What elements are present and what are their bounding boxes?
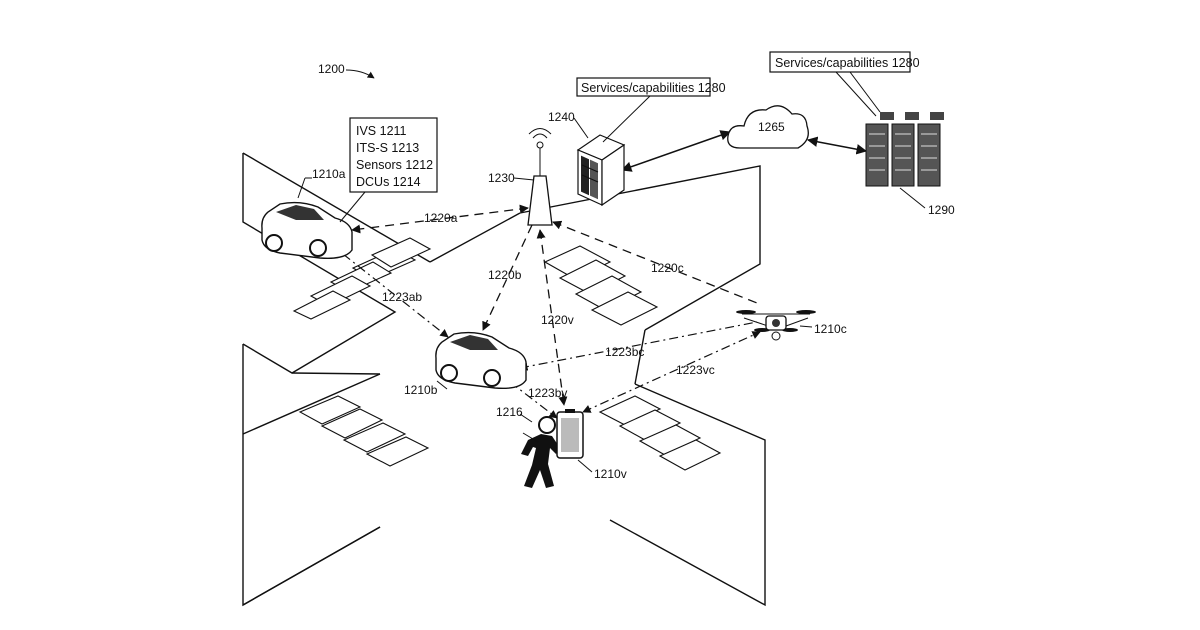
services-left-callout: Services/capabilities 1280 <box>577 78 726 142</box>
edge-server-icon <box>578 135 624 205</box>
car-b-icon <box>436 333 526 389</box>
label-1220v: 1220v <box>541 313 574 327</box>
cell-tower-icon <box>528 129 552 226</box>
label-1220b: 1220b <box>488 268 522 282</box>
ivs-line-3: Sensors 1212 <box>356 158 433 172</box>
label-1210b: 1210b <box>404 383 438 397</box>
services-left-label: Services/capabilities 1280 <box>581 81 726 95</box>
mobile-device-icon <box>557 409 592 472</box>
label-1265: 1265 <box>758 120 785 134</box>
ivs-line-1: IVS 1211 <box>356 124 407 138</box>
drone-icon <box>736 310 816 340</box>
label-1240: 1240 <box>548 110 575 124</box>
ivs-callout-box: IVS 1211 ITS-S 1213 Sensors 1212 DCUs 12… <box>340 118 437 222</box>
datacenter-icon <box>866 112 944 208</box>
label-1220c: 1220c <box>651 261 684 275</box>
ivs-line-2: ITS-S 1213 <box>356 141 419 155</box>
label-1223bv: 1223bv <box>528 386 567 400</box>
label-1210a: 1210a <box>312 167 346 181</box>
label-1210v: 1210v <box>594 467 627 481</box>
crosswalk-bottom-right <box>600 396 720 470</box>
crosswalk-bottom-left <box>300 396 428 466</box>
label-1223bc: 1223bc <box>605 345 644 359</box>
ivs-line-4: DCUs 1214 <box>356 175 421 189</box>
services-right-callout: Services/capabilities 1280 <box>770 52 920 116</box>
link-cloud-datacenter <box>808 140 866 151</box>
pedestrian-icon <box>521 417 560 488</box>
label-1223ab: 1223ab <box>382 290 422 304</box>
label-1290: 1290 <box>928 203 955 217</box>
label-1223vc: 1223vc <box>676 363 715 377</box>
label-1220a: 1220a <box>424 211 458 225</box>
label-1216: 1216 <box>496 405 523 419</box>
services-right-label: Services/capabilities 1280 <box>775 56 920 70</box>
link-server-cloud <box>622 132 730 170</box>
label-1230: 1230 <box>488 171 515 185</box>
label-1210c: 1210c <box>814 322 847 336</box>
figure-ref: 1200 <box>318 62 345 76</box>
